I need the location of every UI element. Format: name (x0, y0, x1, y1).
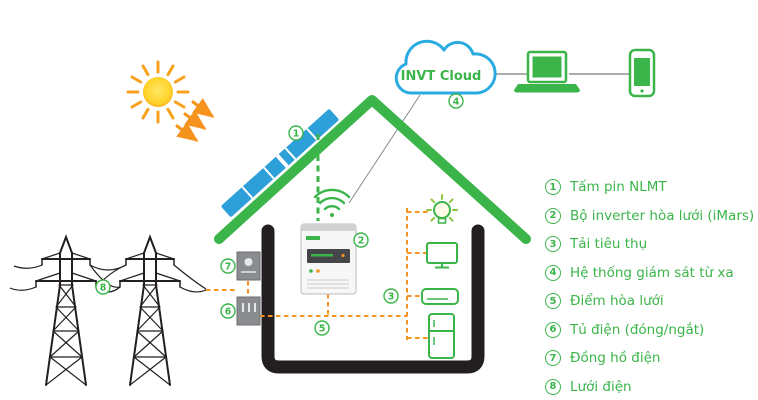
svg-text:2: 2 (358, 235, 365, 246)
ac-wiring (206, 208, 428, 340)
svg-text:7: 7 (225, 261, 232, 272)
legend-item-5-label: Điểm hòa lưới (570, 293, 664, 309)
phone-icon (628, 48, 656, 98)
legend-item-4: 4 Hệ thống giám sát từ xa (545, 263, 754, 283)
marker-grid-tie-point: 5 (314, 320, 330, 336)
marker-loads: 3 (383, 288, 399, 304)
power-grid (9, 236, 207, 386)
svg-text:1: 1 (293, 128, 300, 139)
ac-unit-icon (421, 288, 459, 305)
tower-right-icon (119, 236, 181, 386)
legend-item-8: 8 Lưới điện (545, 377, 754, 397)
cloud-label: INVT Cloud (401, 69, 482, 84)
svg-text:6: 6 (225, 306, 232, 317)
marker-breaker: 6 (220, 303, 236, 319)
legend-item-6: 6 Tủ điện (đóng/ngắt) (545, 320, 754, 340)
legend-item-8-label: Lưới điện (570, 378, 632, 395)
legend-item-7-number: 7 (545, 350, 561, 366)
marker-inverter: 2 (353, 232, 369, 248)
legend-item-5-number: 5 (545, 293, 561, 309)
laptop-icon (514, 50, 580, 93)
legend-item-2-label: Bộ inverter hòa lưới (iMars) (570, 207, 755, 224)
legend-item-7-label: Đồng hồ điện (570, 350, 661, 366)
legend-item-1: 1 Tấm pin NLMT (545, 177, 754, 197)
breaker-box (236, 296, 261, 326)
sun-icon (126, 60, 190, 124)
wifi-icon (313, 188, 351, 217)
legend: 1 Tấm pin NLMT 2 Bộ inverter hòa lưới (i… (545, 177, 754, 397)
legend-item-4-label: Hệ thống giám sát từ xa (570, 264, 734, 281)
legend-item-1-number: 1 (545, 179, 561, 195)
sunlight-arrows (175, 98, 215, 142)
bulb-icon (426, 194, 458, 224)
legend-item-2: 2 Bộ inverter hòa lưới (iMars) (545, 206, 754, 226)
house-roof (214, 95, 531, 244)
cloud-icon: INVT Cloud (394, 39, 497, 95)
legend-item-4-number: 4 (545, 264, 561, 281)
svg-text:4: 4 (453, 96, 460, 107)
fridge-icon (428, 313, 455, 359)
legend-item-8-number: 8 (545, 378, 561, 395)
legend-item-6-number: 6 (545, 321, 561, 338)
solar-panel (221, 109, 339, 217)
marker-meter: 7 (220, 258, 236, 274)
svg-text:8: 8 (100, 282, 107, 293)
marker-pv-panel: 1 (288, 125, 304, 141)
house-walls (261, 224, 485, 374)
legend-item-5: 5 Điểm hòa lưới (545, 291, 754, 311)
sun-rays (126, 60, 190, 124)
legend-item-3: 3 Tải tiêu thụ (545, 234, 754, 254)
marker-grid: 8 (95, 279, 111, 295)
legend-item-3-number: 3 (545, 236, 561, 252)
svg-text:5: 5 (319, 323, 326, 334)
svg-text:3: 3 (388, 291, 395, 302)
meter-box (236, 251, 261, 281)
marker-monitoring: 4 (448, 93, 464, 109)
inverter-device (300, 223, 357, 295)
cloud-inverter-line (348, 94, 421, 204)
legend-item-3-label: Tải tiêu thụ (570, 236, 648, 252)
tower-left-icon (35, 236, 97, 386)
legend-item-6-label: Tủ điện (đóng/ngắt) (570, 321, 705, 338)
legend-item-7: 7 Đồng hồ điện (545, 348, 754, 368)
tv-icon (426, 242, 458, 269)
legend-item-1-label: Tấm pin NLMT (570, 179, 667, 195)
legend-item-2-number: 2 (545, 207, 561, 224)
